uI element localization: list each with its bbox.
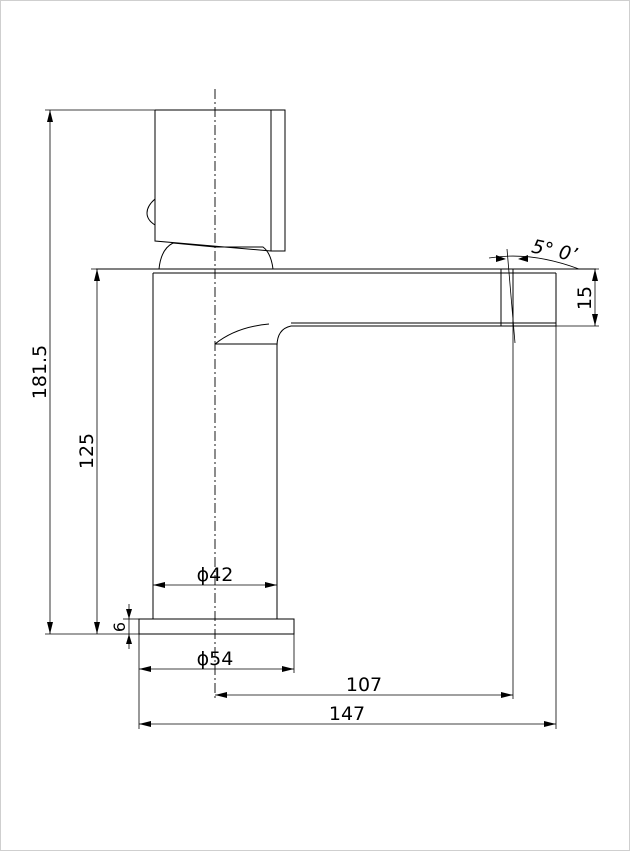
- dim-overall-height: 181.5: [29, 109, 155, 635]
- dim-spout-height: 15: [556, 268, 599, 327]
- spout-angle-label: 5° 0’: [530, 236, 580, 267]
- base-thickness-label: 6: [110, 622, 129, 632]
- dim-base-diameter: ϕ54: [138, 634, 295, 729]
- faucet-outline: [96, 89, 596, 701]
- dim-spout-angle: 5° 0’: [488, 236, 580, 344]
- handle-block: [154, 109, 286, 252]
- dim-body-height: 125: [76, 268, 153, 634]
- body-diameter-label: ϕ42: [197, 564, 234, 586]
- overall-length-label: 147: [329, 703, 365, 725]
- spout-body: [276, 273, 557, 347]
- spout-reach-label: 107: [346, 674, 382, 696]
- dim-base-thickness: 6: [110, 604, 139, 649]
- handle-dome: [158, 242, 274, 270]
- handle-knob: [146, 198, 156, 226]
- base-diameter-label: ϕ54: [197, 648, 234, 670]
- dim-overall-length: 147: [139, 326, 557, 729]
- dim-body-diameter: ϕ42: [153, 564, 277, 588]
- dim-spout-reach: 107: [215, 326, 514, 699]
- base-plate: [138, 618, 295, 635]
- overall-height-label: 181.5: [29, 345, 51, 399]
- spout-height-label: 15: [574, 286, 596, 310]
- body-height-label: 125: [76, 433, 98, 469]
